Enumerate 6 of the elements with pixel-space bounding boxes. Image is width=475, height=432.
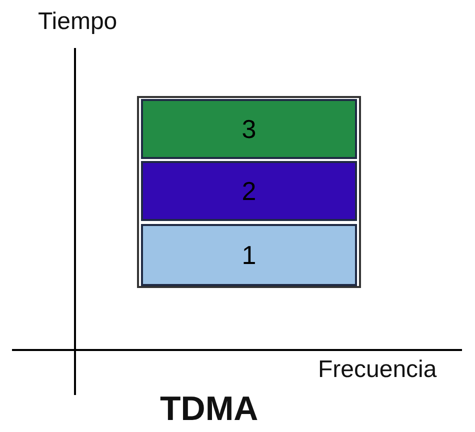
- diagram-title: TDMA: [160, 390, 258, 429]
- time-slot-box: 1: [141, 224, 357, 286]
- axis-label: Tiempo: [38, 8, 118, 36]
- time-slot-box: 2: [141, 161, 357, 221]
- time-slot-box: 3: [141, 99, 357, 159]
- axis-label: Frecuencia: [318, 356, 437, 384]
